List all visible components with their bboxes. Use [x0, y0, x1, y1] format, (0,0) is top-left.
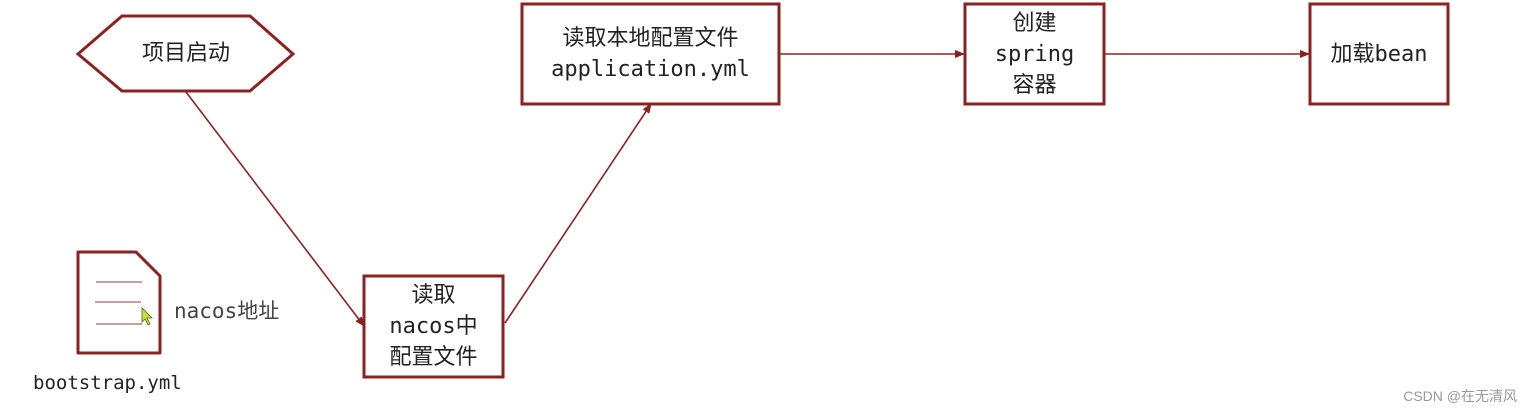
read-nacos-box: [362, 274, 505, 379]
load-bean-box: [1308, 2, 1450, 106]
start-label: 项目启动: [141, 41, 230, 66]
load-bean-label: 加载bean: [1330, 41, 1428, 67]
watermark: CSDN @在无清风: [1403, 388, 1517, 404]
document-icon: [76, 250, 162, 355]
create-spring-label: 创建 spring 容器: [994, 10, 1075, 98]
document-filename: bootstrap.yml: [33, 372, 182, 394]
nacos-address-annotation: nacos地址: [174, 299, 280, 323]
read-nacos-label: 读取 nacos中 配置文件: [389, 283, 478, 370]
arrow-start-to-nacos: [185, 91, 365, 327]
create-spring-box: [963, 2, 1106, 106]
arrow-nacos-to-local: [504, 103, 652, 324]
read-local-label: 读取本地配置文件 application.yml: [551, 26, 750, 82]
cursor-icon: [141, 307, 153, 326]
start-hexagon: [75, 14, 296, 93]
